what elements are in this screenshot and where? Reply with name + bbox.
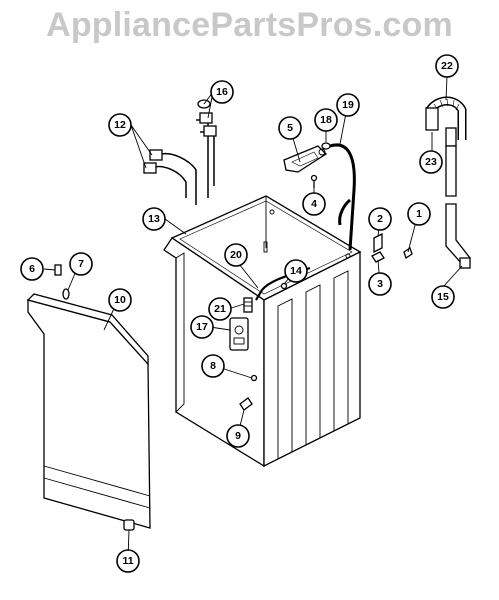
- callout-20: 20: [224, 243, 248, 267]
- callout-23: 23: [419, 150, 443, 174]
- callout-22: 22: [435, 54, 459, 78]
- screw-part: [310, 174, 318, 188]
- callout-16: 16: [210, 80, 234, 104]
- callout-10: 10: [108, 288, 132, 312]
- callout-5: 5: [278, 116, 302, 140]
- callout-15: 15: [431, 285, 455, 309]
- callout-5-label: 5: [287, 122, 293, 134]
- callout-22-label: 22: [441, 60, 453, 72]
- callout-4-label: 4: [311, 198, 317, 210]
- callout-17: 17: [190, 315, 214, 339]
- callout-10-label: 10: [114, 294, 126, 306]
- callout-1: 1: [407, 202, 431, 226]
- callout-18: 18: [314, 108, 338, 132]
- callout-23-label: 23: [425, 156, 437, 168]
- callout-6-label: 6: [29, 263, 35, 275]
- callout-13: 13: [142, 207, 166, 231]
- drain-hose-part: [425, 96, 471, 269]
- leveling-foot-part: [123, 519, 135, 531]
- cabinet-part: [163, 195, 362, 468]
- callout-3-label: 3: [377, 278, 383, 290]
- grommet-part: [280, 282, 288, 290]
- callout-14: 14: [284, 259, 308, 283]
- callout-15-label: 15: [437, 291, 449, 303]
- screw-6-part: [54, 264, 62, 276]
- lid-switch-part: [229, 317, 249, 351]
- callout-2: 2: [368, 207, 392, 231]
- watermark-logo-text: AppliancePartsPros.com: [46, 6, 453, 44]
- callout-20-label: 20: [230, 249, 242, 261]
- callout-11-label: 11: [122, 555, 133, 567]
- clip-7-part: [62, 288, 70, 300]
- callout-9-label: 9: [235, 430, 241, 442]
- callout-14-label: 14: [290, 265, 302, 277]
- callout-8-label: 8: [210, 360, 216, 372]
- callout-13-label: 13: [148, 213, 160, 225]
- water-valve-part: [283, 145, 328, 173]
- clip-9-part: [239, 397, 253, 411]
- callout-19-label: 19: [342, 99, 354, 111]
- clip-part: [321, 142, 331, 150]
- callout-6: 6: [20, 257, 44, 281]
- callout-16-label: 16: [216, 86, 228, 98]
- callout-21-label: 21: [214, 303, 226, 315]
- screw-small-part: [403, 246, 413, 260]
- callout-11: 11: [116, 549, 140, 573]
- water-hoses-part: [143, 112, 217, 205]
- callout-8: 8: [201, 354, 225, 378]
- bracket-part: [373, 232, 383, 254]
- callout-18-label: 18: [320, 114, 332, 126]
- callout-12: 12: [108, 113, 132, 137]
- connector-part: [243, 297, 253, 313]
- callout-17-label: 17: [196, 321, 208, 333]
- callout-2-label: 2: [377, 213, 383, 225]
- callout-9: 9: [226, 424, 250, 448]
- callout-4: 4: [302, 192, 326, 216]
- pressure-tube-part: [329, 143, 356, 251]
- front-panel-part: [26, 293, 151, 529]
- callout-3: 3: [368, 272, 392, 296]
- screw-8-part: [250, 374, 258, 382]
- callout-12-label: 12: [114, 119, 126, 131]
- callout-7: 7: [69, 252, 93, 276]
- callout-19: 19: [336, 93, 360, 117]
- callout-1-label: 1: [416, 208, 422, 220]
- clip-small-part: [371, 251, 385, 263]
- callout-7-label: 7: [78, 258, 84, 270]
- callout-21: 21: [208, 297, 232, 321]
